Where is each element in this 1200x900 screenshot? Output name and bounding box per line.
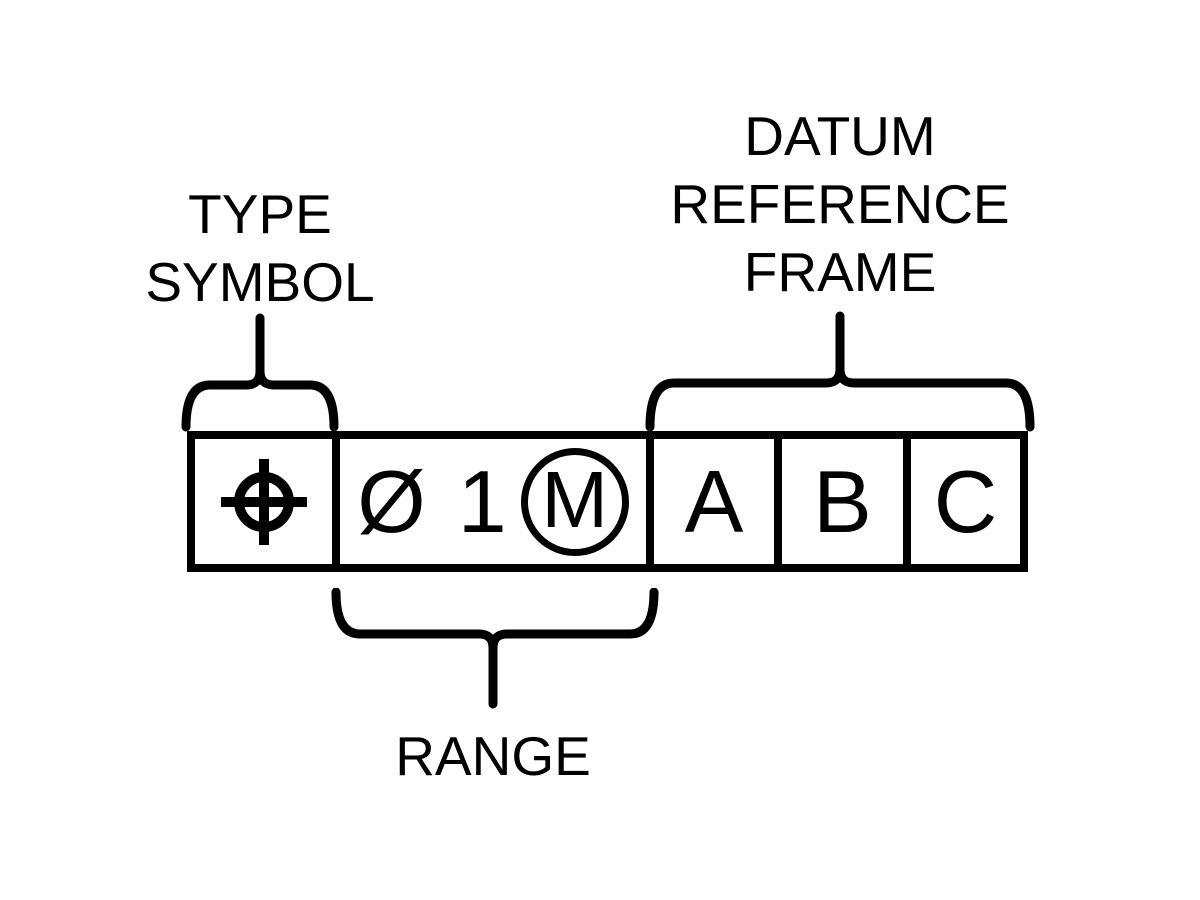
feature-control-frame: Ø 1 M A B C	[187, 431, 1028, 572]
datum-cell-c: C	[903, 439, 1020, 564]
type-symbol-cell	[195, 439, 332, 564]
type-symbol-brace	[181, 313, 339, 432]
datum-letter-c: C	[933, 451, 998, 551]
tolerance-value: 1	[457, 451, 507, 551]
datum-letter-a: A	[684, 451, 744, 551]
position-symbol-icon	[220, 458, 307, 545]
datum-letter-b: B	[813, 451, 872, 551]
range-cell: Ø 1 M	[332, 439, 646, 564]
range-brace	[331, 588, 659, 709]
range-label: RANGE	[395, 725, 591, 787]
datum-cell-a: A	[646, 439, 774, 564]
datum-reference-frame-brace	[645, 311, 1035, 432]
datum-reference-frame-label: DATUM REFERENCE FRAME	[670, 105, 1010, 303]
diameter-symbol: Ø	[357, 451, 426, 551]
type-symbol-label: TYPE SYMBOL	[145, 183, 375, 313]
datum-cell-b: B	[774, 439, 903, 564]
mmc-modifier-icon: M	[520, 447, 629, 556]
mmc-modifier-letter: M	[541, 454, 609, 544]
